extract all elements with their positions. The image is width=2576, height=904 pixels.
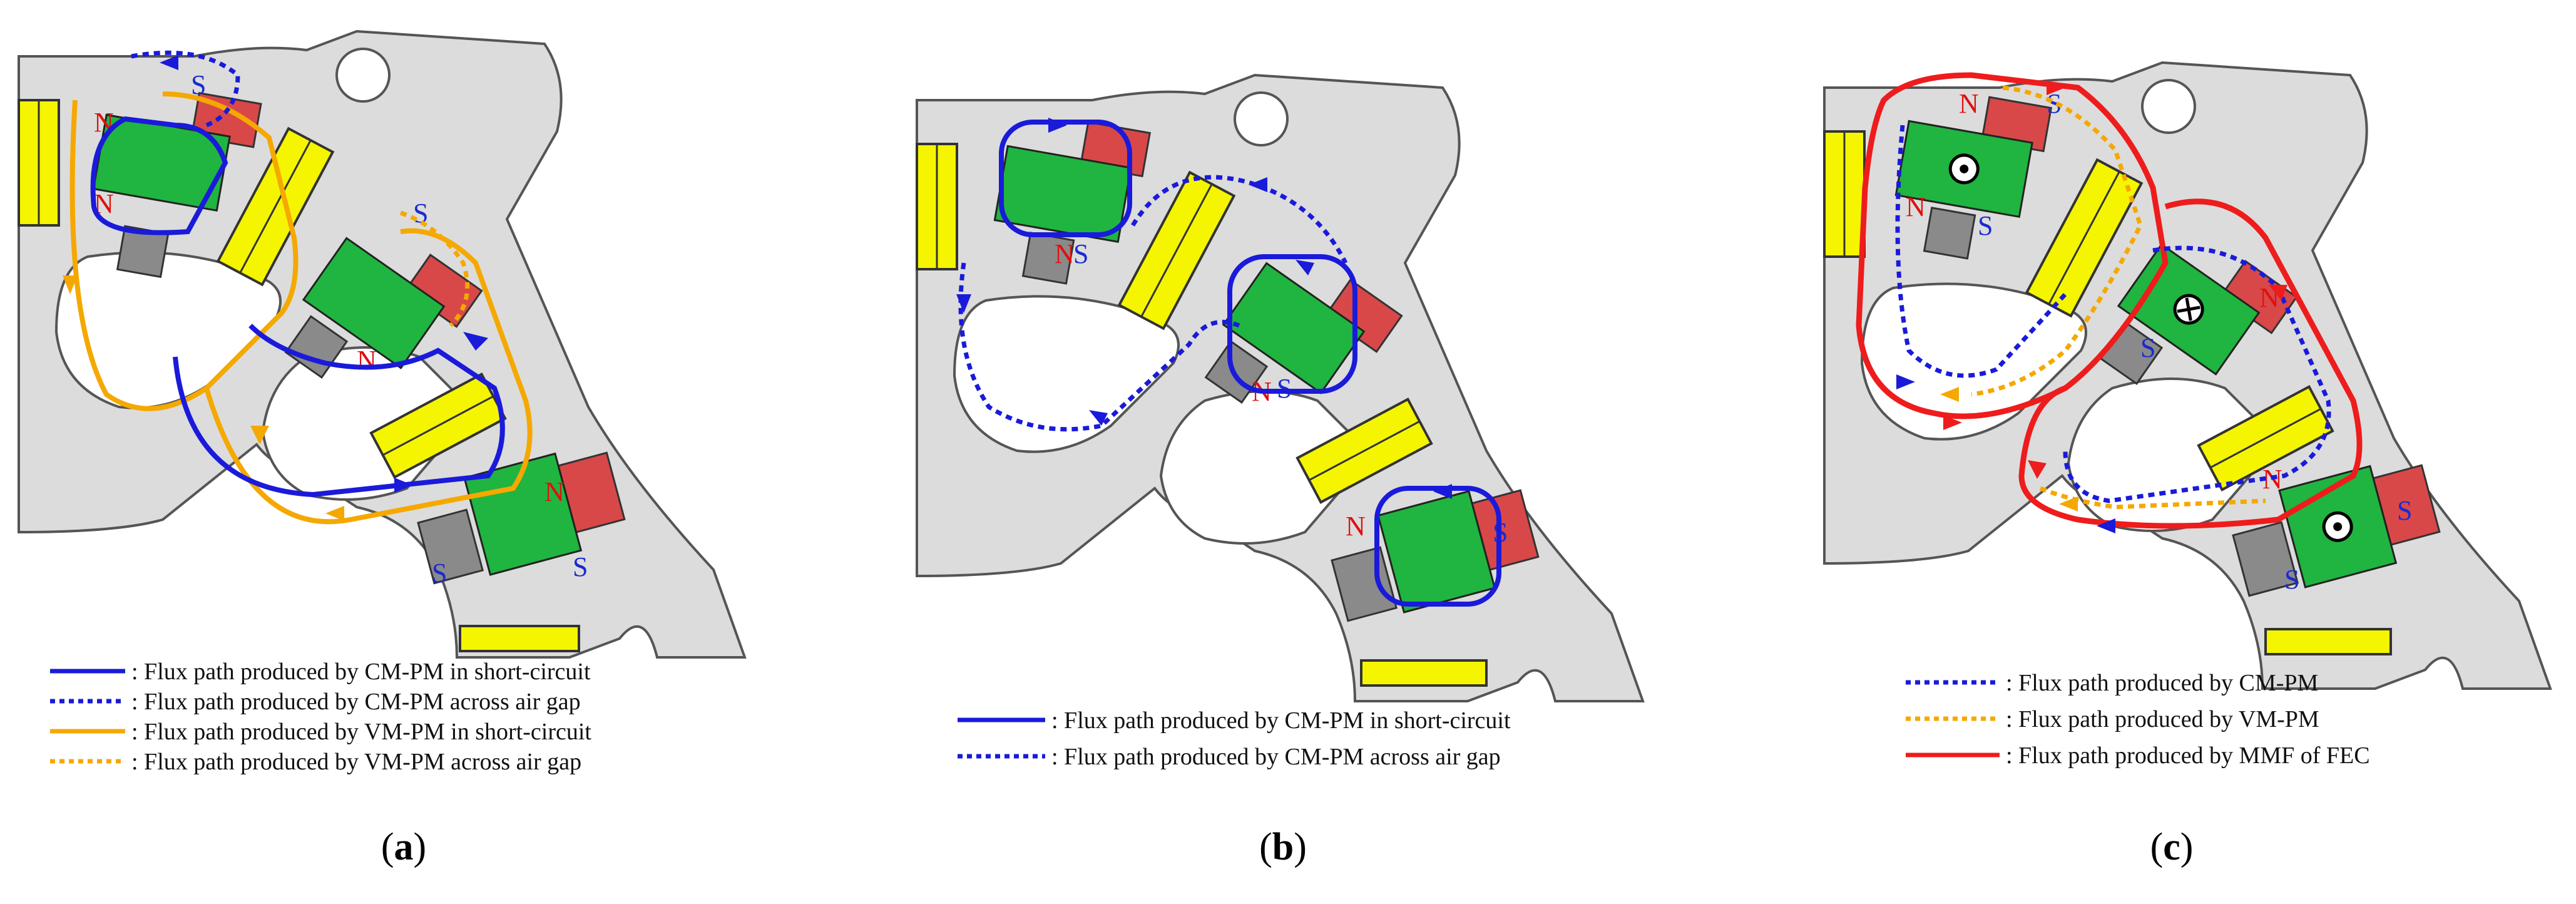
coil-a2 (369, 372, 507, 479)
flux-arrow (2059, 496, 2078, 511)
flux-arrow (956, 294, 971, 313)
flux-arrow (2097, 518, 2115, 533)
flux-path-cm-c (1895, 125, 2067, 378)
legend-item-text: : Flux path produced by CM-PM across air… (1051, 744, 1501, 770)
flux-arrow (1940, 387, 1959, 402)
flux-arrow (1048, 118, 1067, 133)
flux-arrow (2269, 285, 2287, 300)
legend-item-text: : Flux path produced by VM-PM in short-c… (131, 719, 591, 745)
pole-label-north: N (1346, 511, 1366, 542)
legend-item-text: : Flux path produced by MMF of FEC (2006, 742, 2370, 769)
iron-block (1923, 207, 1976, 260)
flux-path-fec-c2 (2018, 198, 2363, 529)
iron-block (1331, 546, 1398, 622)
magnet-group-b1 (993, 121, 1152, 285)
caption-panel-b: (b) (1259, 826, 1307, 868)
magnet-group-b2 (1204, 262, 1403, 404)
cm-pm-magnet (1377, 490, 1496, 614)
magnet-group-a3 (417, 451, 626, 585)
legend-item-text: : Flux path produced by CM-PM in short-c… (131, 659, 591, 685)
legend-b: : Flux path produced by CM-PM in short-c… (958, 707, 1511, 770)
caption-panel-c: (c) (2150, 826, 2194, 868)
flux-arrow (463, 332, 488, 351)
flux-path-cm-short-a2 (173, 324, 505, 498)
coil-a1 (216, 126, 335, 287)
cm-pm-magnet (1222, 262, 1366, 394)
pole-label-north: N (357, 345, 377, 376)
iron-block (2232, 521, 2299, 597)
flux-path-cm-short-b3 (1374, 486, 1501, 607)
legend-c: : Flux path produced by CM-PM : Flux pat… (1906, 670, 2370, 769)
pole-label-south: S (1978, 210, 1993, 241)
flux-arrow (1296, 260, 1314, 275)
flux-arrow (394, 478, 413, 493)
coil-b3 (1360, 659, 1488, 687)
coil-a3 (459, 625, 580, 652)
flux-arrow (250, 426, 269, 444)
flux-arrow (2028, 460, 2047, 479)
pole-label-north: N (1906, 192, 1926, 222)
coil-c3 (2264, 628, 2392, 655)
flux-arrow (63, 275, 78, 294)
magnet-group-c2 (2099, 243, 2298, 385)
pole-label-north: N (544, 476, 565, 507)
caption-letter: a (394, 826, 414, 868)
flux-path-cm-short-b2 (1227, 254, 1357, 394)
pole-label-south: S (1073, 239, 1088, 269)
flux-arrow (1433, 484, 1452, 499)
magnet-group-a1 (92, 91, 262, 279)
flux-arrow (1943, 415, 1962, 430)
coil-c1 (2025, 158, 2144, 318)
coil-b1 (1117, 170, 1236, 331)
cm-pm-magnet (463, 452, 583, 576)
magnet-group-c3 (2232, 464, 2441, 597)
flux-arrow (160, 55, 178, 70)
flux-arrow (325, 506, 344, 521)
flux-path-vm-c (1971, 85, 2143, 397)
iron-block (417, 508, 484, 585)
pole-label-south: S (573, 552, 588, 582)
legend-a: : Flux path produced by CM-PM in short-c… (50, 659, 591, 775)
panel-a: N N S S N N S S : Flux path produced by … (18, 30, 746, 775)
flux-arrow (1896, 374, 1915, 389)
legend-item-text: : Flux path produced by CM-PM in short-c… (1051, 707, 1511, 734)
legend-item-text: : Flux path produced by CM-PM across air… (131, 689, 581, 715)
pole-label-north: N (1959, 88, 1979, 119)
caption-letter: b (1272, 826, 1294, 868)
flux-path-cm-gap-b2 (958, 262, 1240, 432)
flux-path-cm-gap-a (131, 50, 240, 128)
legend-item-text: : Flux path produced by VM-PM across air… (131, 749, 581, 775)
legend-item-text: : Flux path produced by CM-PM (2006, 670, 2318, 696)
coil-c2 (2197, 385, 2334, 491)
pole-label-south: S (2397, 495, 2412, 526)
caption-panel-a: (a) (381, 826, 427, 868)
pole-label-south: S (2284, 564, 2299, 595)
panel-c: N S N S N S N S S : Flux path produced b… (1823, 61, 2552, 769)
pole-label-south: S (432, 558, 447, 588)
caption-letter: c (2163, 826, 2180, 868)
flux-path-cm-short-a (90, 116, 228, 235)
flux-path-vm-c2 (2039, 486, 2266, 510)
magnet-group-b3 (1331, 489, 1540, 622)
panel-b: N S N S N S : Flux path produced by CM-P… (916, 74, 1644, 770)
flux-path-fec-c1 (1856, 72, 2169, 419)
pole-label-south: S (2140, 332, 2155, 363)
pole-label-north: N (1055, 239, 1075, 269)
cm-pm-magnet (302, 237, 446, 369)
magnet-group-c1 (1894, 96, 2053, 260)
flux-path-cm-short-b1 (999, 120, 1132, 237)
flux-path-vm-gap-a (399, 210, 470, 327)
coil-b2 (1296, 398, 1433, 504)
flux-arrow (1089, 410, 1108, 426)
legend-item-text: : Flux path produced by VM-PM (2006, 706, 2319, 732)
flux-arrow (1249, 177, 1267, 192)
pole-label-south: S (1277, 373, 1292, 404)
flux-arrow (2047, 80, 2065, 95)
